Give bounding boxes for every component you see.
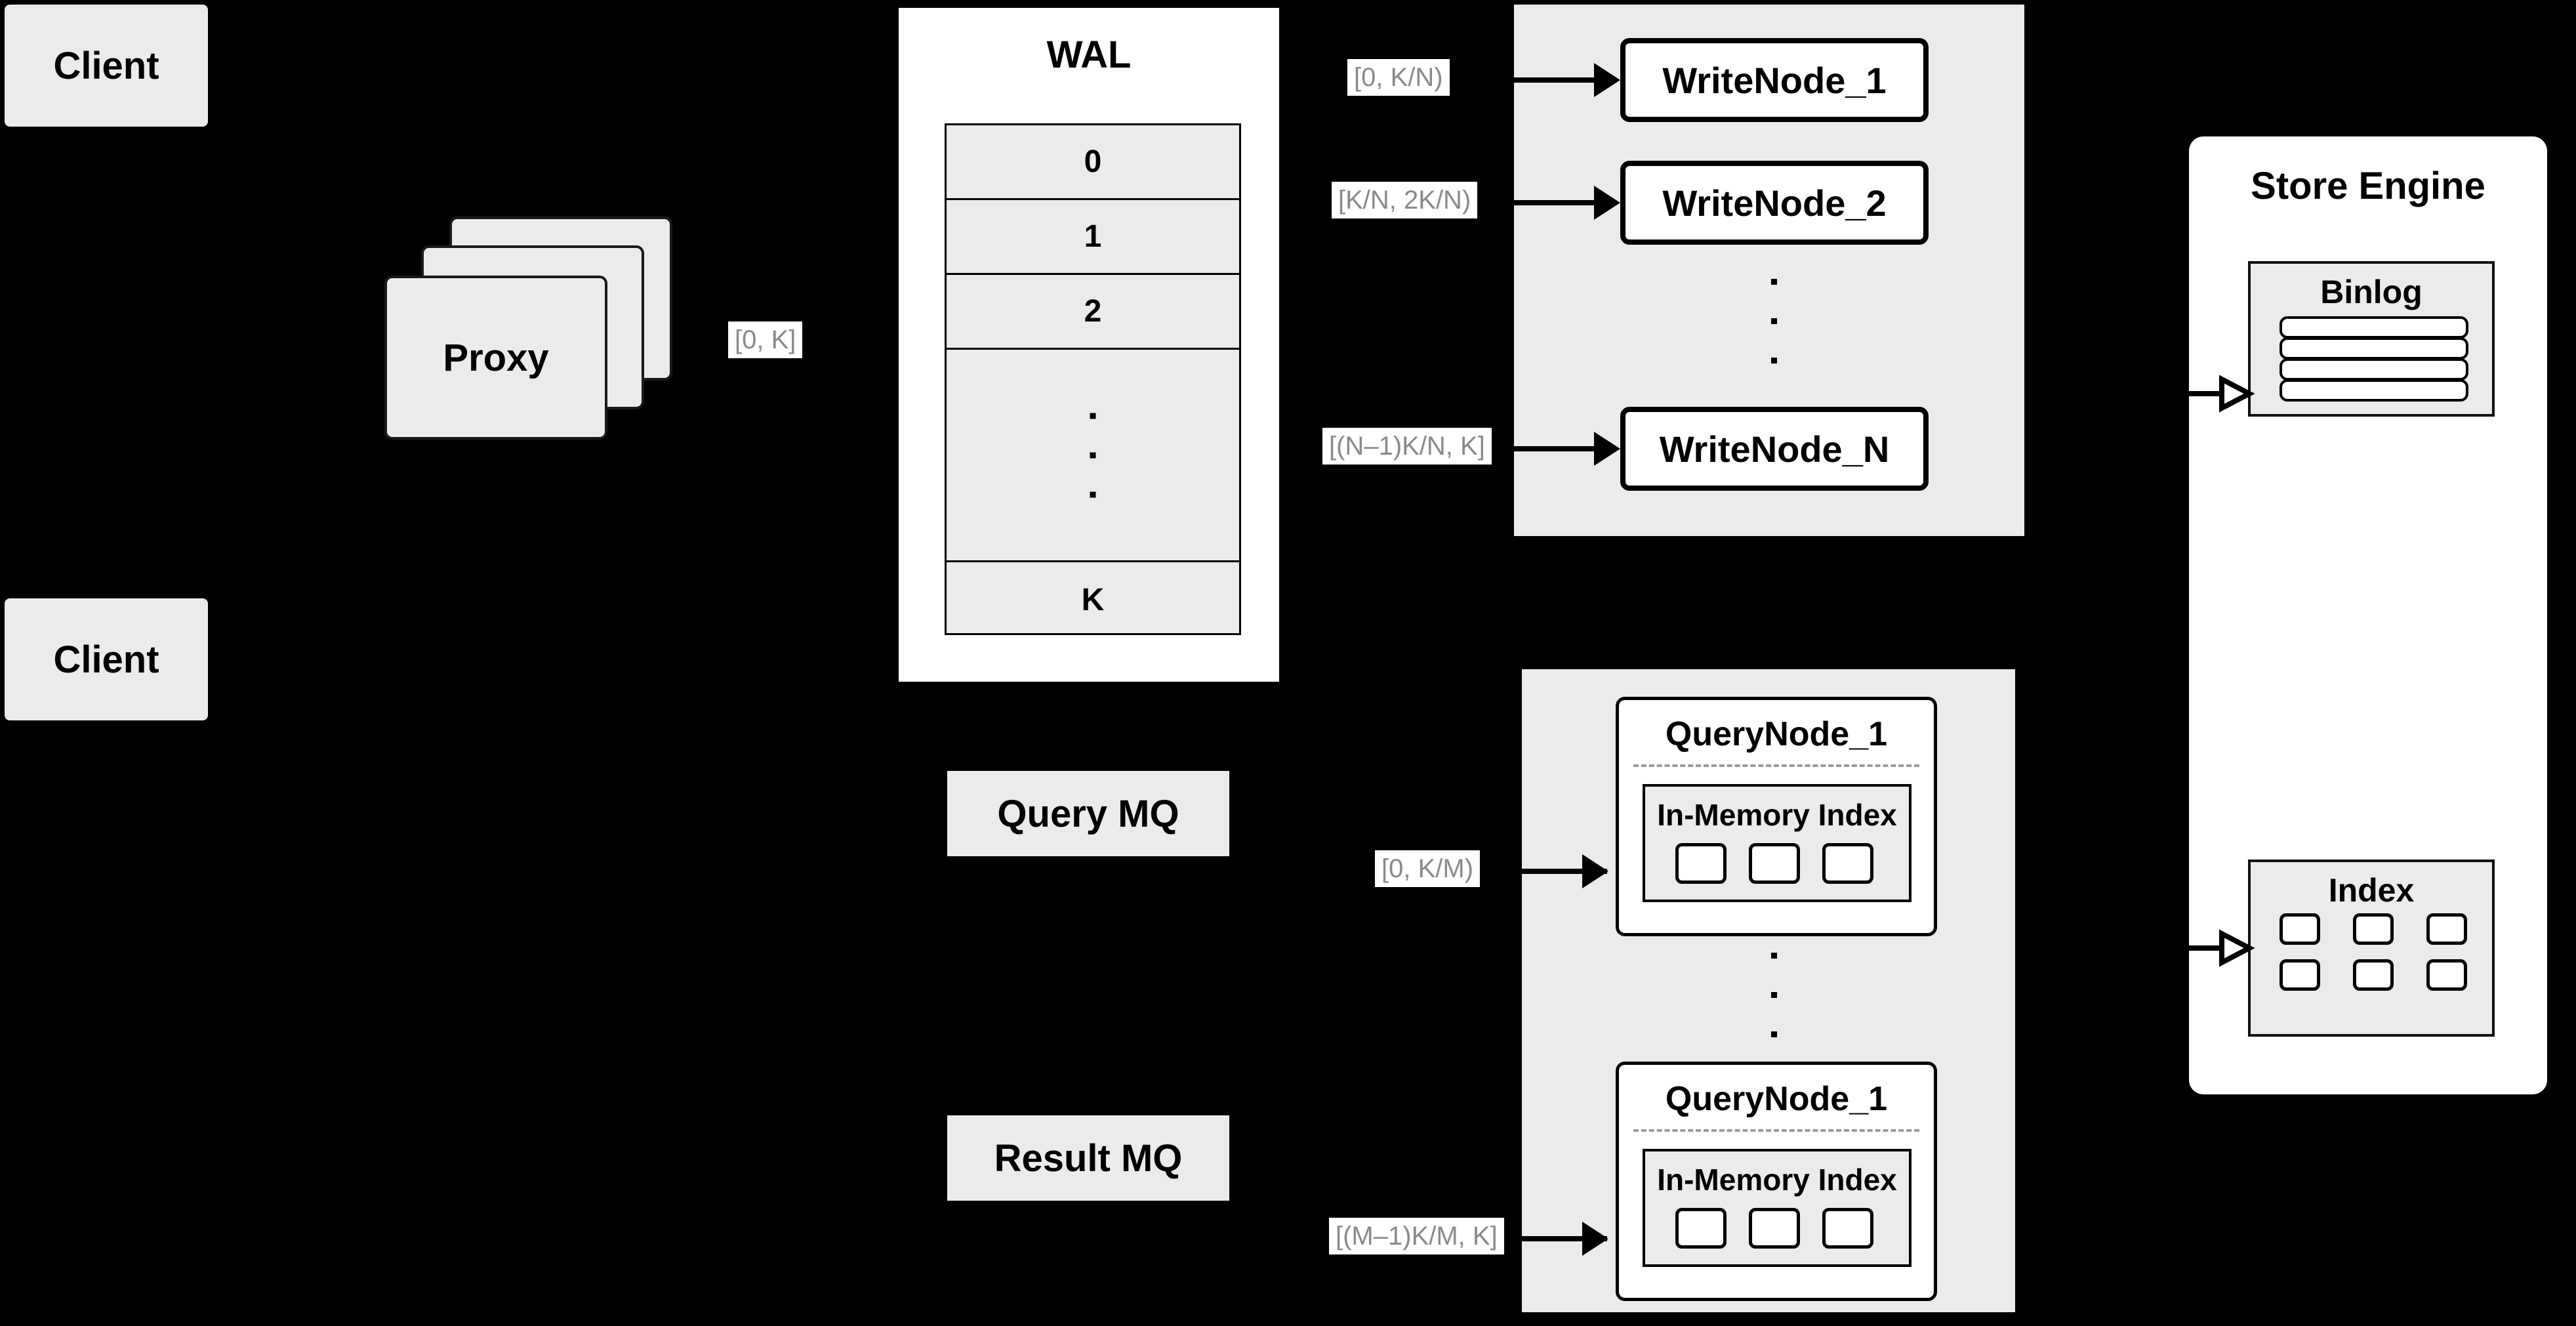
arrow-line-query-m [1522,1236,1607,1241]
arrow-line-write-1 [1514,77,1599,83]
edge-label-query-node-m: [(M–1)K/M, K] [1329,1218,1504,1254]
arrow-head-query-m [1582,1222,1608,1256]
wal-title: WAL [1046,33,1132,76]
write-node-2[interactable]: WriteNode_2 [1620,161,1929,245]
index-cell[interactable] [1675,1208,1727,1249]
query-mq-box[interactable]: Query MQ [947,771,1229,856]
arrow-head-write-2 [1594,186,1620,220]
query-node-2-index-title: In-Memory Index [1657,1163,1897,1197]
binlog-row[interactable] [2280,316,2468,339]
write-node-2-label: WriteNode_2 [1662,182,1887,224]
arrow-head-query-1 [1582,854,1608,888]
wal-row-K: K [1081,582,1105,617]
client-box-1[interactable]: Client [5,5,208,127]
edge-label-query-node-1: [0, K/M) [1375,850,1481,887]
edge-label-proxy-to-wal: [0, K] [728,321,803,358]
query-node-2[interactable]: QueryNode_1 In-Memory Index [1616,1062,1937,1301]
binlog-row[interactable] [2280,379,2468,402]
query-cluster-ellipsis-dots [1771,953,1777,1037]
proxy-label: Proxy [443,336,549,379]
index-panel: Index [2248,860,2495,1037]
wal-container: WAL 0 1 2 K [895,5,1282,685]
arrow-line-write-2 [1514,200,1599,205]
client-label-1: Client [53,44,159,87]
store-engine-container: Store Engine Binlog Index [2189,136,2547,1094]
client-box-2[interactable]: Client [5,598,208,720]
binlog-panel: Binlog [2248,261,2495,417]
arrow-line-query-1 [1522,869,1607,874]
store-index-cell[interactable] [2280,913,2320,945]
wal-row-0: 0 [947,125,1239,200]
write-node-1-label: WriteNode_1 [1662,59,1887,101]
index-cell[interactable] [1749,1208,1800,1249]
write-node-1[interactable]: WriteNode_1 [1620,38,1929,122]
wal-row-1: 1 [947,200,1239,275]
binlog-title: Binlog [2320,274,2423,310]
store-engine-title: Store Engine [2251,165,2485,207]
proxy-card-front[interactable]: Proxy [384,276,607,440]
index-title: Index [2328,872,2415,909]
index-cell[interactable] [1749,843,1800,884]
result-mq-label: Result MQ [994,1136,1183,1180]
index-cell[interactable] [1822,843,1873,884]
binlog-row[interactable] [2280,337,2468,360]
store-index-cell[interactable] [2353,913,2394,945]
edge-label-write-node-n: [(N–1)K/N, K] [1322,428,1492,465]
query-node-2-label: QueryNode_1 [1665,1080,1888,1118]
wal-row-2: 2 [947,275,1239,350]
query-node-1-separator [1633,764,1919,767]
query-node-1-label: QueryNode_1 [1665,715,1888,753]
store-index-cell[interactable] [2353,959,2394,991]
query-node-2-in-memory-index: In-Memory Index [1643,1149,1912,1267]
query-node-1[interactable]: QueryNode_1 In-Memory Index [1616,697,1937,936]
wal-ellipsis-dots [1090,413,1096,497]
query-mq-label: Query MQ [997,792,1179,835]
index-cell[interactable] [1675,843,1727,884]
result-mq-box[interactable]: Result MQ [947,1115,1229,1201]
wal-table: 0 1 2 K [945,123,1241,635]
arrow-line-write-n [1514,446,1599,451]
write-node-n[interactable]: WriteNode_N [1620,407,1929,491]
query-node-2-separator [1633,1129,1919,1132]
client-label-2: Client [53,638,159,681]
index-cell[interactable] [1822,1208,1873,1249]
open-arrow-to-index [2189,929,2255,967]
store-index-cell[interactable] [2426,913,2467,945]
query-node-1-index-title: In-Memory Index [1657,798,1897,832]
open-arrow-to-binlog [2189,375,2255,413]
arrow-head-write-n [1594,432,1620,466]
wal-row-ellipsis [947,350,1239,562]
edge-label-write-node-2: [K/N, 2K/N) [1332,182,1478,218]
edge-label-write-node-1: [0, K/N) [1347,59,1450,96]
write-node-n-label: WriteNode_N [1659,428,1890,470]
arrow-head-write-1 [1594,63,1620,97]
write-cluster-ellipsis-dots [1771,279,1777,363]
store-index-cell[interactable] [2280,959,2320,991]
query-node-1-in-memory-index: In-Memory Index [1643,784,1912,902]
store-index-cell[interactable] [2426,959,2467,991]
binlog-row[interactable] [2280,358,2468,381]
